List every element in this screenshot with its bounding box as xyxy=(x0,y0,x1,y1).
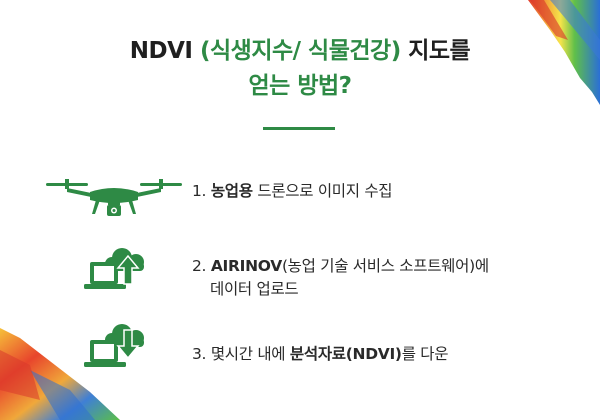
step-1-text: 1. 농업용 드론으로 이미지 수집 xyxy=(192,182,393,200)
page-title: NDVI (식생지수/ 식물건강) 지도를 얻는 방법? xyxy=(0,34,600,104)
step-3-pre: 몇시간 내에 xyxy=(210,345,290,363)
laptop-upload-icon xyxy=(84,242,150,298)
step-3-bold: 분석자료(NDVI) xyxy=(289,345,402,363)
step-2-bold: AIRINOV xyxy=(210,257,282,275)
title-line2: 얻는 방법? xyxy=(248,73,353,99)
drone-icon xyxy=(46,176,182,226)
title-suffix: 지도를 xyxy=(400,38,471,64)
title-prefix: NDVI xyxy=(129,38,200,64)
step-1-rest: 드론으로 이미지 수집 xyxy=(252,182,393,200)
step-2-rest: (농업 기술 서비스 소프트웨어)에 xyxy=(281,257,489,275)
step-2-text: 2. AIRINOV(농업 기술 서비스 소프트웨어)에 데이터 업로드 xyxy=(192,255,489,301)
step-3-text: 3. 몇시간 내에 분석자료(NDVI)를 다운 xyxy=(192,345,449,363)
ndvi-map-corner-top-right xyxy=(520,0,600,110)
step-1-bold: 농업용 xyxy=(210,182,253,200)
title-underline xyxy=(263,127,335,130)
title-highlight: (식생지수/ 식물건강) xyxy=(200,38,401,64)
laptop-download-icon xyxy=(84,320,150,376)
step-2-line2: 데이터 업로드 xyxy=(210,280,299,298)
step-3-rest: 를 다운 xyxy=(401,345,449,363)
ndvi-map-corner-bottom-left xyxy=(0,320,120,420)
